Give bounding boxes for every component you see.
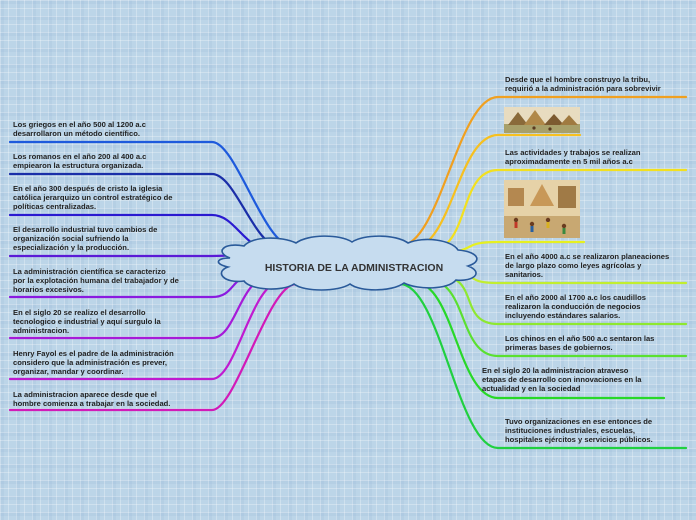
right-branch-3-text[interactable]: Las actividades y trabajos se realizan a…: [505, 148, 641, 166]
left-branch-6-text[interactable]: En el siglo 20 se realizo el desarrollo …: [13, 308, 161, 335]
left-branch-8-text[interactable]: La administracion aparece desde que el h…: [13, 390, 171, 408]
left-branch-4-text[interactable]: El desarrollo industrial tuvo cambios de…: [13, 225, 158, 252]
central-cloud-shape[interactable]: [217, 235, 478, 291]
left-branch-8-connector: [8, 282, 298, 412]
left-branch-7-text[interactable]: Henry Fayol es el padre de la administra…: [13, 349, 174, 376]
left-branch-2-text[interactable]: Los romanos en el año 200 al 400 a.c emp…: [13, 152, 147, 170]
right-branch-9-text[interactable]: Tuvo organizaciones en ese entonces de i…: [505, 417, 653, 444]
right-branch-9-connector: [398, 282, 688, 450]
right-branch-1-text[interactable]: Desde que el hombre construyo la tribu, …: [505, 75, 661, 93]
right-branch-6-text[interactable]: En el año 2000 al 1700 a.c los caudillos…: [505, 293, 646, 320]
tribe-camp-illustration[interactable]: [504, 107, 580, 133]
left-branch-1-text[interactable]: Los griegos en el año 500 al 1200 a.c de…: [13, 120, 146, 138]
ancient-workers-illustration[interactable]: [504, 180, 580, 238]
central-topic-title[interactable]: HISTORIA DE LA ADMINISTRACION: [264, 262, 444, 274]
left-branch-3-text[interactable]: En el año 300 después de cristo la igles…: [13, 184, 173, 211]
right-branch-7-text[interactable]: Los chinos en el año 500 a.c sentaron la…: [505, 334, 655, 352]
right-branch-1-connector: [398, 95, 688, 248]
left-branch-5-text[interactable]: La administración científica se caracter…: [13, 267, 179, 294]
right-branch-5-text[interactable]: En el año 4000 a.c se realizaron planeac…: [505, 252, 670, 279]
left-branch-4-connector: [8, 252, 262, 258]
right-branch-8-text[interactable]: En el siglo 20 la administracion atraves…: [482, 366, 642, 393]
